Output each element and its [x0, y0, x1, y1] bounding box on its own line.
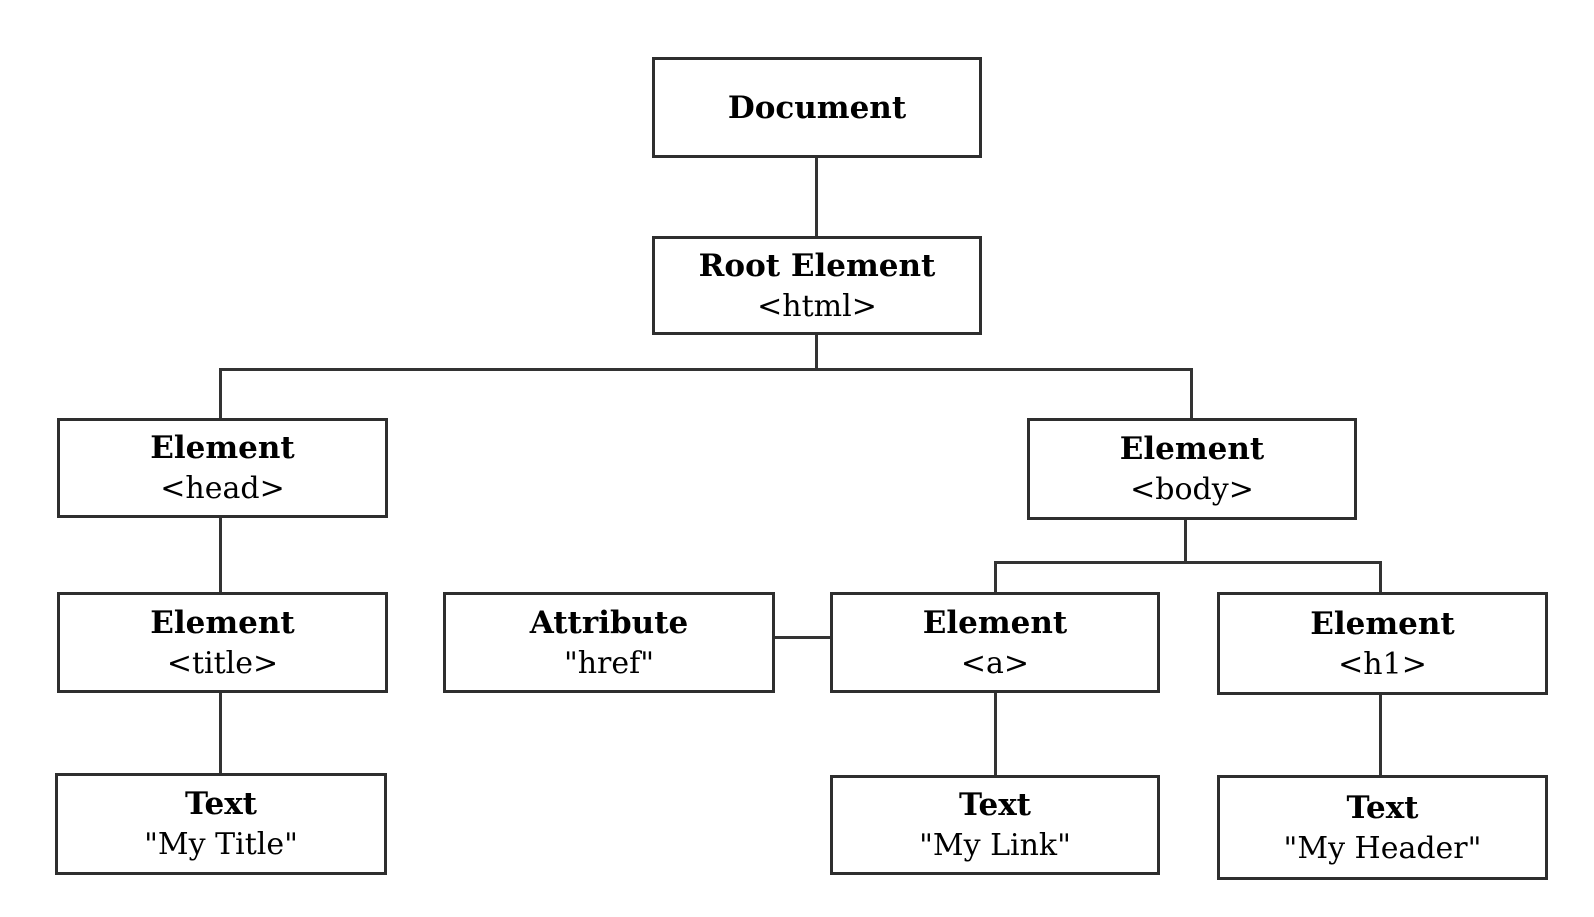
- node-root-element: Root Element <html>: [652, 236, 982, 335]
- node-body-label: Element: [1119, 431, 1265, 467]
- node-root-label: Root Element: [698, 247, 936, 284]
- node-root-tag: <html>: [757, 288, 877, 324]
- node-element-h1: Element <h1>: [1217, 592, 1548, 695]
- connector-h1-text: [1379, 695, 1382, 775]
- connector-a-text: [994, 693, 997, 775]
- connector-body-stem: [1184, 520, 1187, 564]
- node-a-label: Element: [922, 604, 1068, 641]
- node-text-link-label: Text: [958, 787, 1032, 823]
- connector-drop-body: [1190, 368, 1193, 418]
- connector-head-title: [219, 518, 222, 592]
- node-title-label: Element: [150, 604, 295, 641]
- node-h1-label: Element: [1310, 605, 1455, 642]
- node-element-head: Element <head>: [57, 418, 388, 518]
- connector-drop-head: [219, 368, 222, 418]
- connector-attribute-a: [775, 636, 830, 639]
- node-element-body: Element <body>: [1027, 418, 1357, 520]
- node-a-tag: <a>: [960, 645, 1030, 681]
- node-head-label: Element: [150, 430, 295, 466]
- node-title-tag: <title>: [166, 645, 279, 681]
- node-h1-tag: <h1>: [1338, 646, 1427, 682]
- node-text-title-value: "My Title": [144, 827, 298, 862]
- connector-root-branch: [219, 368, 1193, 371]
- node-element-a: Element <a>: [830, 592, 1160, 693]
- connector-title-text: [219, 693, 222, 773]
- node-attribute-value: "href": [563, 645, 655, 681]
- node-head-tag: <head>: [160, 471, 285, 506]
- node-document: Document: [652, 57, 982, 158]
- node-text-link-value: "My Link": [919, 828, 1071, 863]
- node-text-header-value: "My Header": [1283, 830, 1482, 866]
- connector-body-branch: [994, 561, 1382, 564]
- node-body-tag: <body>: [1130, 472, 1254, 507]
- connector-drop-h1: [1379, 561, 1382, 592]
- node-text-header-label: Text: [1346, 789, 1419, 826]
- connector-root-stem: [815, 335, 818, 371]
- node-text-title-label: Text: [184, 786, 258, 822]
- node-text-my-title: Text "My Title": [55, 773, 387, 875]
- node-attribute-label: Attribute: [529, 604, 689, 641]
- connector-document-root: [815, 158, 818, 237]
- node-element-title: Element <title>: [57, 592, 388, 693]
- connector-drop-a: [994, 561, 997, 592]
- node-document-label: Document: [727, 89, 907, 126]
- node-text-my-header: Text "My Header": [1217, 775, 1548, 880]
- node-attribute-href: Attribute "href": [443, 592, 775, 693]
- node-text-my-link: Text "My Link": [830, 775, 1160, 875]
